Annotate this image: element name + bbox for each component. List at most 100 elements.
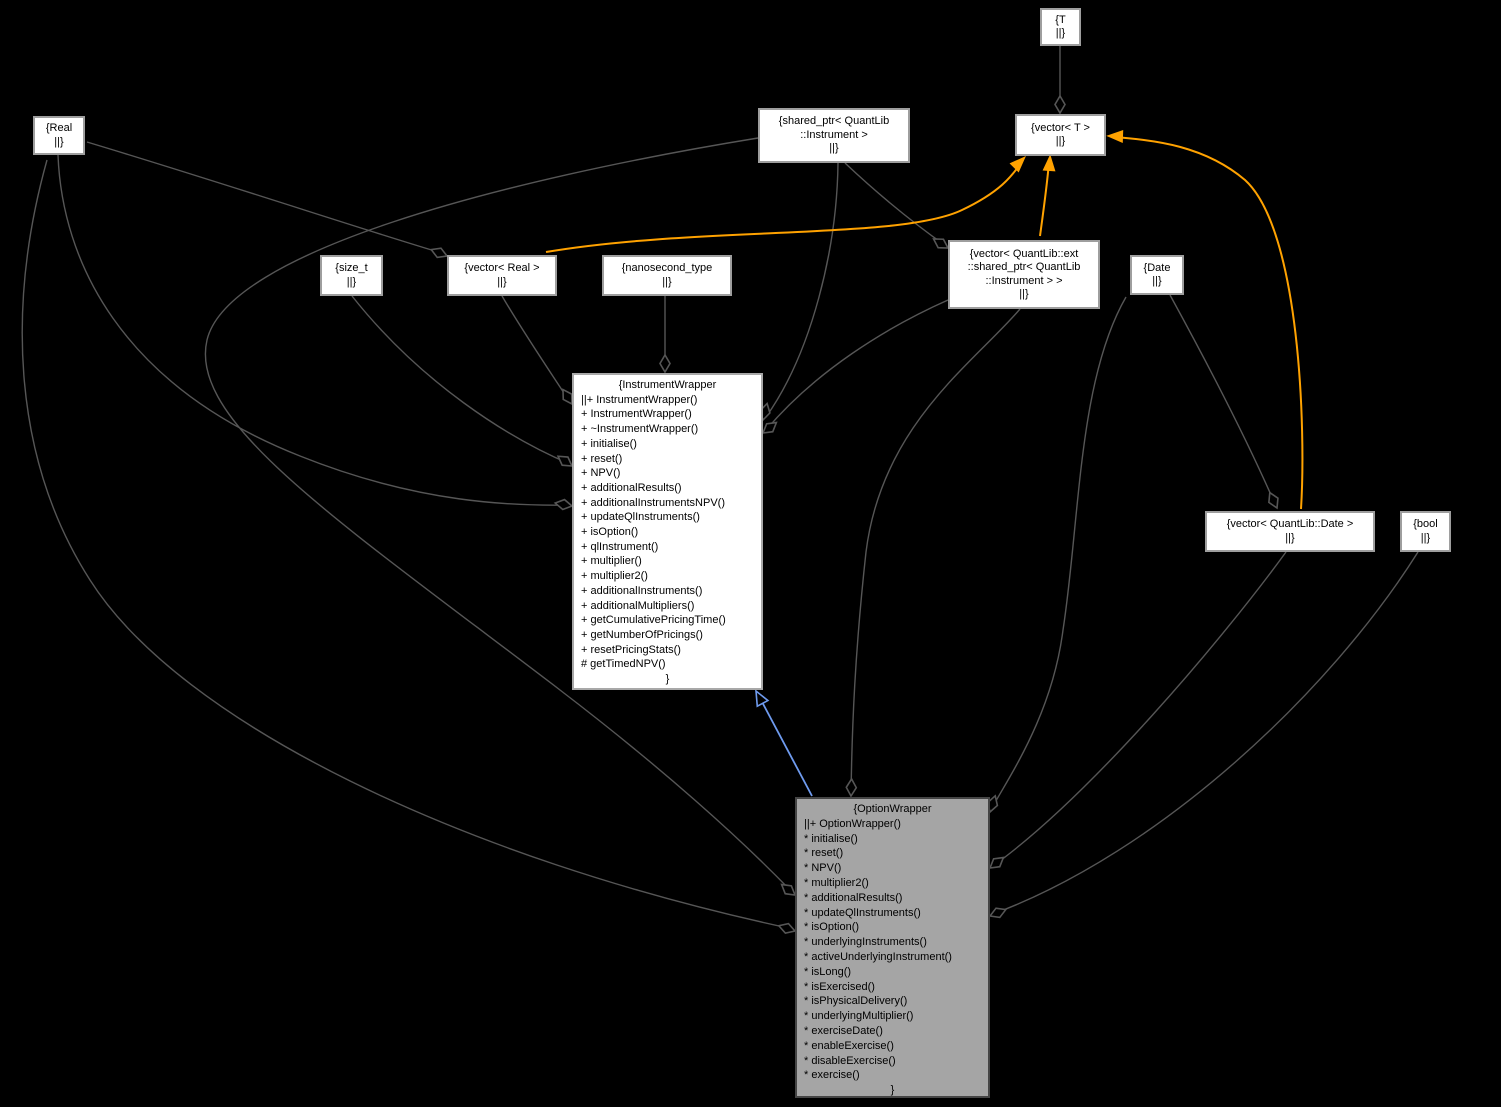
class-node-date[interactable]: {Date||} [1130, 255, 1184, 295]
template-edge-vector-date-to-vector-t [1113, 136, 1304, 510]
text-line: ||} [497, 275, 507, 288]
aggregation-diamond [659, 353, 671, 374]
text-line: * initialise() [804, 832, 858, 845]
aggregation-diamond [988, 907, 1008, 919]
class-node-instrument-wrapper[interactable]: {InstrumentWrapper ||+ InstrumentWrapper… [572, 373, 763, 690]
template-arrowhead [1106, 130, 1124, 143]
template-edge-vector-ext-to-vector-t [1039, 161, 1050, 237]
text-line: {Date [1143, 261, 1171, 274]
class-footer: } [665, 673, 670, 686]
class-node-real[interactable]: {Real||} [33, 116, 85, 155]
aggregation-diamond [777, 922, 797, 935]
edge-real-to-option-wrapper [21, 159, 794, 930]
text-line: * exercise() [804, 1069, 860, 1082]
text-line: + additionalResults() [581, 481, 682, 494]
text-line: {shared_ptr< QuantLib [778, 115, 890, 128]
edge-shared-ptr-to-option-wrapper [204, 137, 794, 894]
text-line: + multiplier() [581, 555, 642, 568]
text-line: * updateQlInstruments() [804, 906, 921, 919]
aggregation-diamond [556, 455, 574, 467]
text-line: + ~InstrumentWrapper() [581, 423, 699, 436]
text-line: * isLong() [804, 965, 852, 978]
text-line: ||+ InstrumentWrapper() [581, 393, 698, 406]
edge-vector-ext-to-option-wrapper [850, 308, 1021, 796]
inheritance-edge-option-wrapper-to-instrument-wrapper [760, 699, 813, 797]
edge-real-to-vector-real [86, 141, 446, 255]
text-line: * underlyingMultiplier() [804, 1010, 914, 1023]
text-line: * multiplier2() [804, 876, 869, 889]
text-line: * exerciseDate() [804, 1024, 883, 1037]
class-node-nanosecond-type[interactable]: {nanosecond_type||} [602, 255, 732, 296]
text-line: + InstrumentWrapper() [581, 408, 692, 421]
edge-date-to-vector-date [1169, 294, 1276, 505]
inheritance-arrowhead [755, 689, 770, 708]
edge-real-to-instrument-wrapper [57, 154, 571, 506]
class-node-vector-ext-shared-ptr[interactable]: {vector< QuantLib::ext::shared_ptr< Quan… [948, 240, 1100, 309]
text-line: {T [1055, 13, 1066, 26]
text-line: {bool [1413, 518, 1438, 530]
template-arrowhead [1042, 154, 1056, 172]
text-line: * isExercised() [804, 980, 875, 993]
instrument-wrapper-members: ||+ InstrumentWrapper() + InstrumentWrapp… [574, 393, 761, 672]
text-line: ||} [829, 142, 839, 155]
text-line: {vector< QuantLib::Date > [1226, 518, 1354, 530]
text-line: * disableExercise() [804, 1054, 896, 1067]
text-line: ||} [1420, 531, 1431, 544]
class-title-option-wrapper: {OptionWrapper [853, 803, 932, 815]
text-line: + initialise() [581, 437, 637, 450]
text-line: * underlyingInstruments() [804, 936, 927, 949]
text-line: * enableExercise() [804, 1039, 894, 1052]
text-line: * NPV() [804, 862, 842, 875]
text-line: ::Instrument > > [985, 274, 1063, 287]
aggregation-diamond [429, 247, 449, 259]
text-line: ||} [662, 275, 672, 288]
class-node-size-t[interactable]: {size_t||} [320, 255, 383, 296]
class-node-option-wrapper[interactable]: {OptionWrapper ||+ OptionWrapper()* init… [795, 797, 990, 1098]
text-line: + resetPricingStats() [581, 643, 681, 656]
option-wrapper-members: ||+ OptionWrapper()* initialise()* reset… [797, 817, 988, 1083]
aggregation-diamond [780, 883, 797, 896]
text-line: {vector< Real > [464, 262, 540, 274]
text-line: {Real [45, 122, 73, 134]
text-line: + additionalMultipliers() [581, 599, 695, 612]
text-line: * additionalResults() [804, 891, 903, 904]
text-line: * isPhysicalDelivery() [804, 995, 908, 1008]
text-line: + additionalInstruments() [581, 584, 703, 597]
template-arrowhead [1009, 156, 1026, 173]
text-line: ||} [1055, 27, 1066, 39]
text-line: ||} [1152, 275, 1162, 287]
text-line: {vector< T > [1031, 121, 1090, 134]
edge-vector-ext-to-instrument-wrapper [765, 299, 949, 431]
text-line: * isOption() [804, 921, 860, 934]
class-node-bool[interactable]: {bool||} [1400, 511, 1451, 552]
edge-bool-to-option-wrapper [992, 551, 1419, 915]
text-line: + updateQlInstruments() [581, 511, 700, 524]
class-title-instrument-wrapper: {InstrumentWrapper [618, 379, 717, 391]
class-node-vector-quantlib-date[interactable]: {vector< QuantLib::Date >||} [1205, 511, 1375, 552]
text-line: + getNumberOfPricings() [581, 628, 703, 641]
text-line: * reset() [804, 847, 844, 860]
text-line: * activeUnderlyingInstrument() [804, 950, 952, 963]
class-node-t[interactable]: {T||} [1040, 8, 1081, 46]
class-node-shared-ptr-instrument[interactable]: {shared_ptr< QuantLib::Instrument >||} [758, 108, 910, 163]
edge-shared-ptr-to-instrument-wrapper [765, 162, 839, 418]
aggregation-diamond [553, 498, 574, 511]
text-line: {nanosecond_type [621, 262, 713, 274]
text-line: ||} [346, 275, 357, 288]
text-line: + reset() [581, 452, 623, 465]
text-line: + qlInstrument() [581, 540, 659, 553]
class-node-vector-t[interactable]: {vector< T >||} [1015, 114, 1106, 156]
edge-vector-real-to-instrument-wrapper [501, 295, 571, 403]
text-line: ::shared_ptr< QuantLib [967, 261, 1081, 273]
class-node-vector-real[interactable]: {vector< Real >||} [447, 255, 557, 296]
aggregation-diamond [1268, 491, 1279, 510]
aggregation-diamond [932, 238, 950, 249]
text-line: ||} [1285, 531, 1295, 544]
aggregation-diamond [988, 856, 1005, 869]
text-line: ||} [1019, 288, 1029, 300]
text-line: + getCumulativePricingTime() [581, 614, 726, 627]
template-edge-vector-real-to-vector-t [545, 162, 1022, 253]
text-line: + isOption() [581, 526, 639, 539]
